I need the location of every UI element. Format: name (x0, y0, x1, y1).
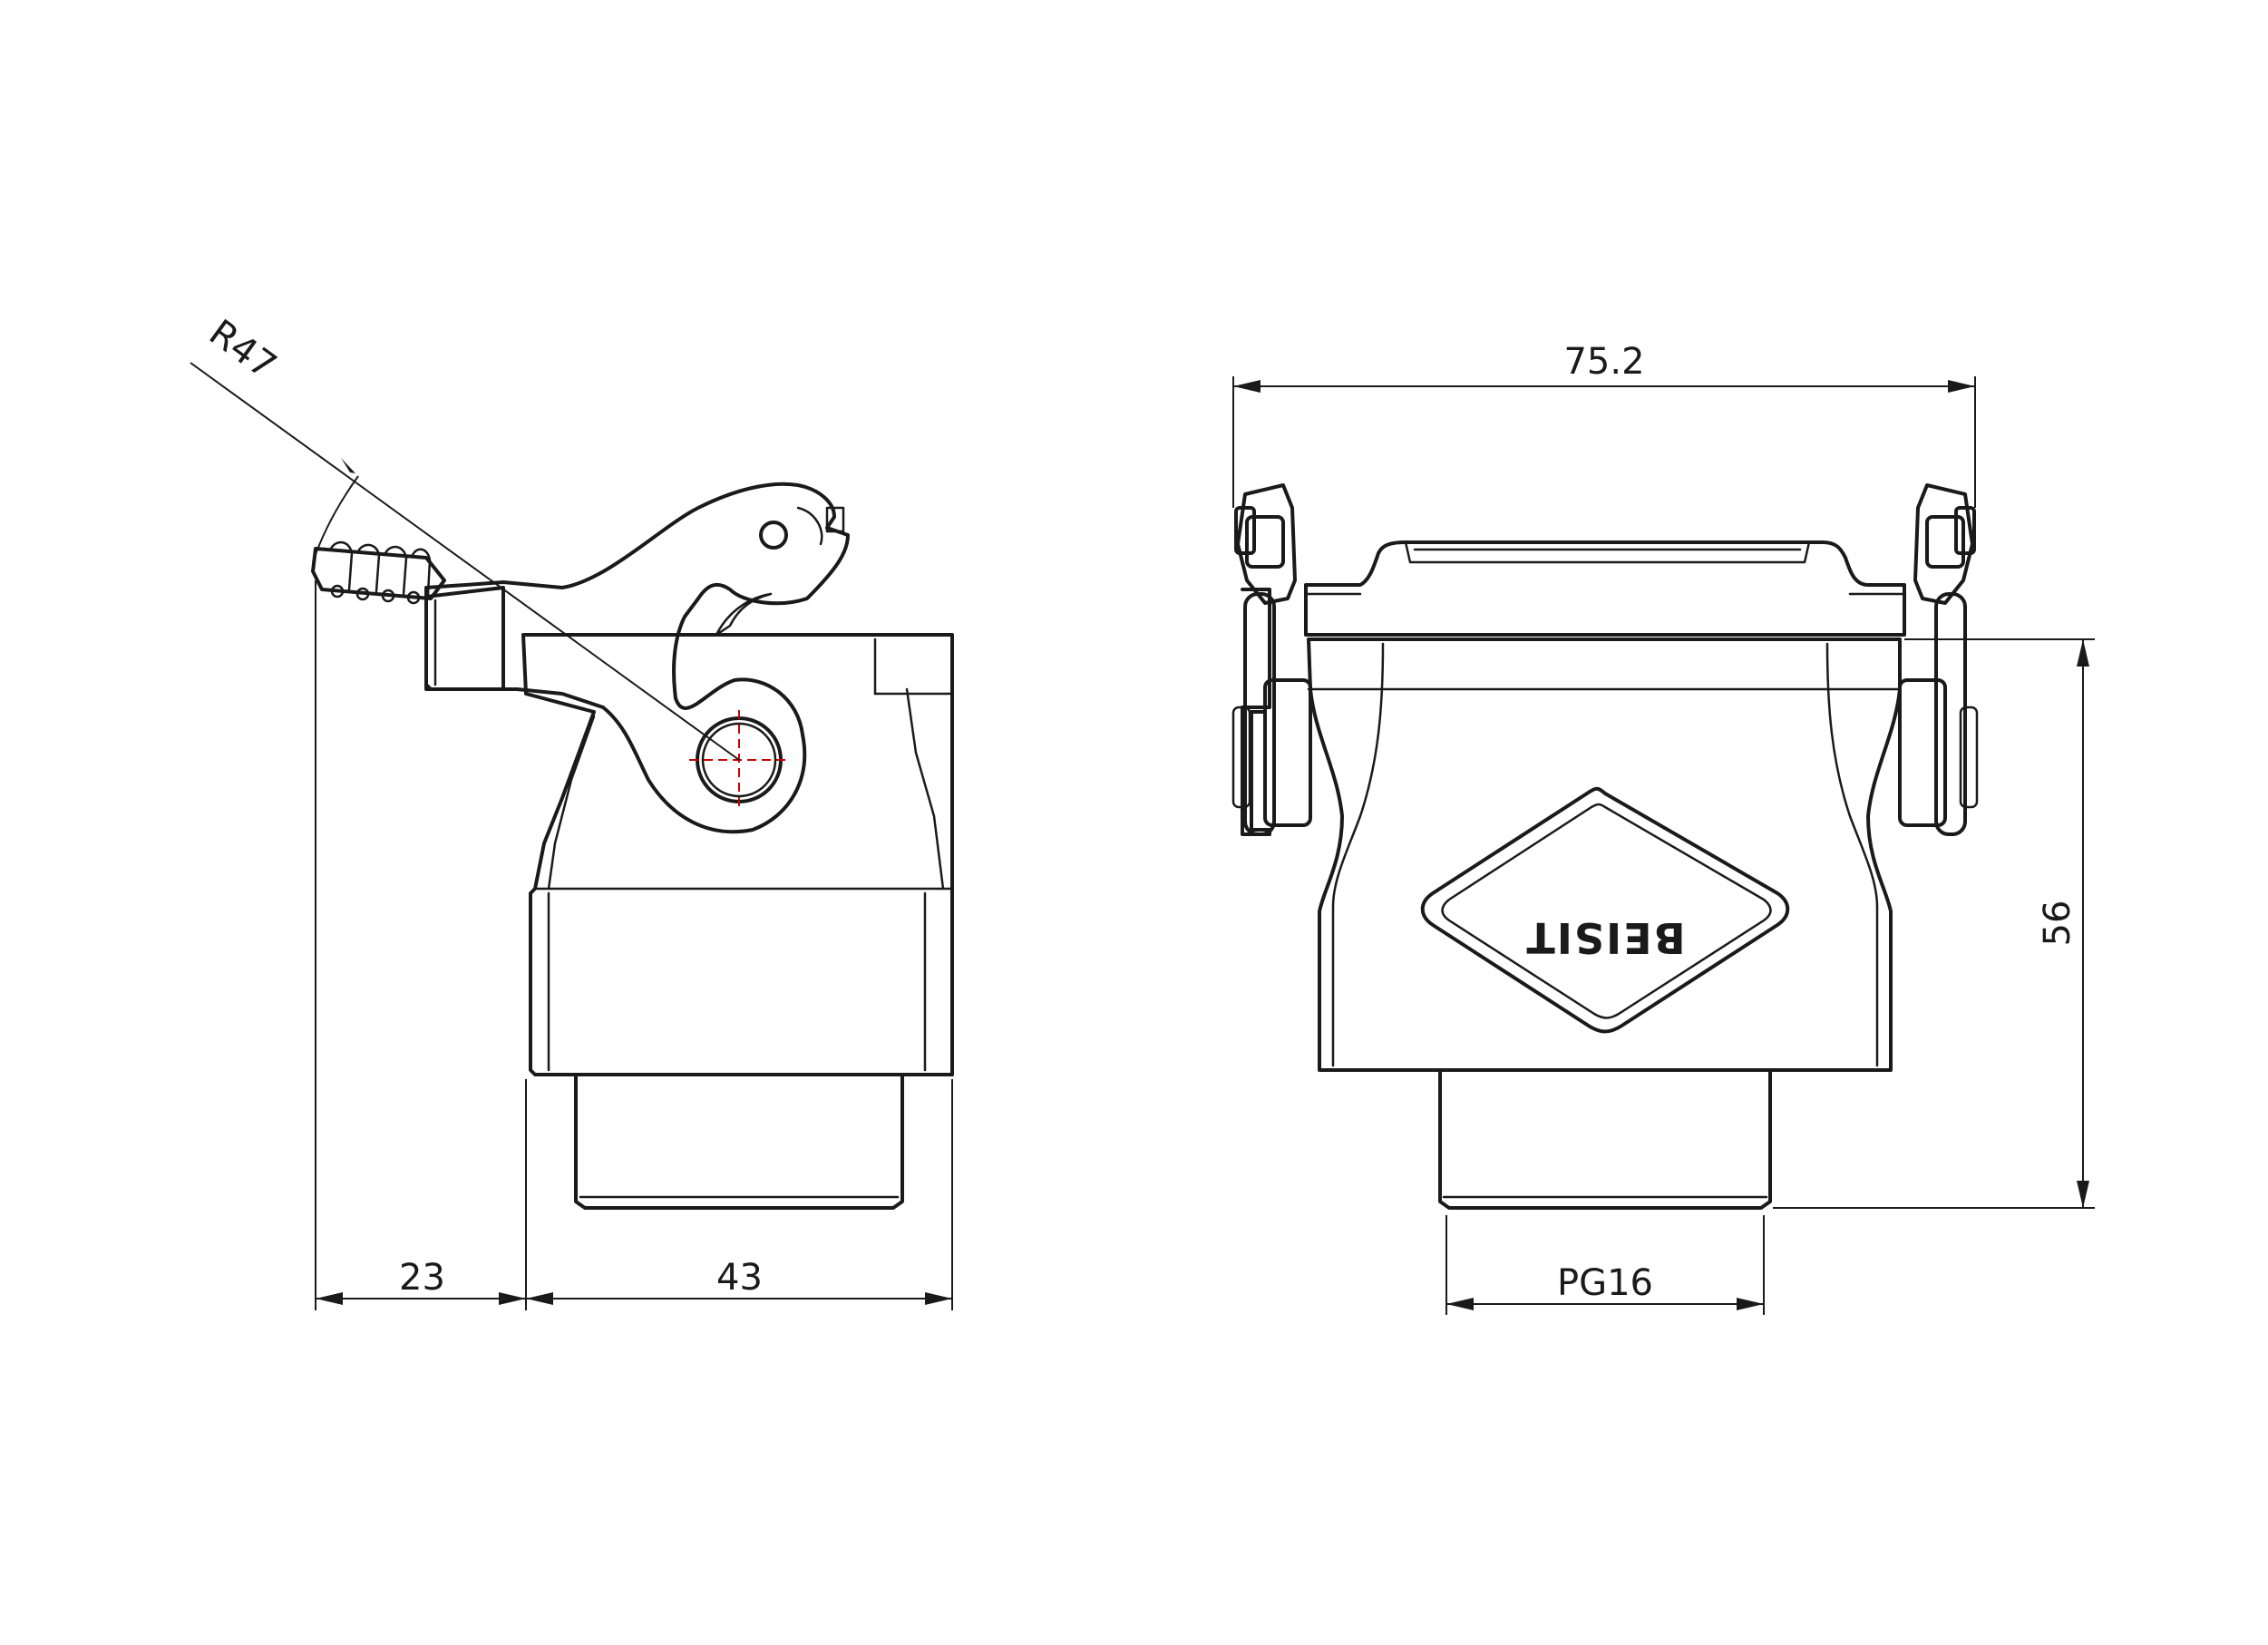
side-housing (521, 633, 954, 1076)
front-top-cover (1304, 540, 1906, 637)
front-logo-emblem: BEISIT (1420, 786, 1790, 1034)
side-lever (424, 482, 850, 834)
thread-label: PG16 (1557, 1262, 1653, 1304)
radius-label: R47 (201, 312, 284, 387)
thread-dimension: PG16 (1445, 1215, 1765, 1315)
height-dimension: 56 (1773, 638, 2095, 1209)
side-grip (311, 540, 446, 605)
logo-text: BEISIT (1524, 913, 1685, 962)
overall-width-label: 75.2 (1563, 341, 1644, 383)
body-depth-label: 43 (716, 1257, 763, 1299)
side-view: R47 23 43 (190, 312, 954, 1310)
side-gland (574, 1073, 904, 1210)
front-right-hinge (1898, 483, 1979, 836)
height-label: 56 (2037, 900, 2078, 947)
width-dimension: 75.2 (1232, 341, 1976, 508)
front-gland (1438, 1068, 1772, 1210)
side-lever-end (424, 586, 505, 691)
side-bottom-dimensions: 23 43 (315, 580, 953, 1310)
front-housing (1307, 638, 1902, 1072)
front-view: BEISIT 75.2 56 (1231, 341, 2095, 1315)
lever-offset-label: 23 (399, 1257, 445, 1299)
front-left-hinge (1231, 483, 1312, 836)
